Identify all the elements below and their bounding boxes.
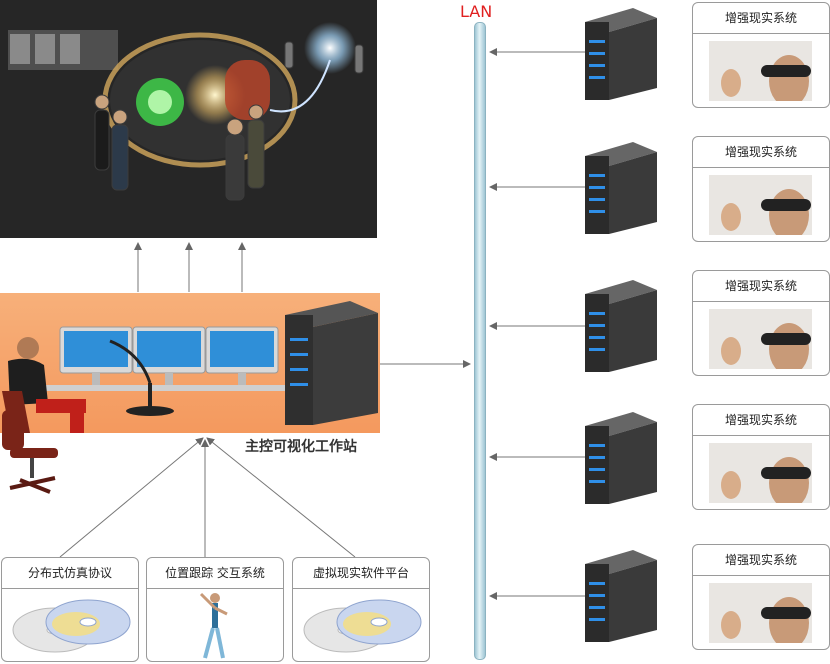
office-chair-icon <box>2 410 58 494</box>
server-icon <box>585 550 657 642</box>
ar-headset-user-image <box>709 443 812 503</box>
subsystem-label: 位置跟踪 交互系统 <box>147 558 283 589</box>
ar-headset-user-image <box>709 309 812 369</box>
ar-system-box: 增强现实系统 <box>692 2 830 108</box>
server-icon <box>585 412 657 504</box>
workstation-panel <box>0 293 380 433</box>
ar-system-label: 增强现实系统 <box>693 3 829 34</box>
subsystem-label: 分布式仿真协议 <box>2 558 138 589</box>
ar-system-label: 增强现实系统 <box>693 271 829 302</box>
subsystem-box-vr-software: 虚拟现实软件平台 <box>292 557 430 662</box>
ar-system-label: 增强现实系统 <box>693 137 829 168</box>
server-icon <box>585 280 657 372</box>
subsystem-label: 虚拟现实软件平台 <box>293 558 429 589</box>
monitor-icon <box>59 326 279 385</box>
subsystem-box-position-tracking: 位置跟踪 交互系统 <box>146 557 284 662</box>
subsystem-box-distributed-simulation: 分布式仿真协议 <box>1 557 139 662</box>
ar-system-box: 增强现实系统 <box>692 270 830 376</box>
ar-system-box: 增强现实系统 <box>692 136 830 242</box>
lan-label: LAN <box>460 2 493 21</box>
ar-system-box: 增强现实系统 <box>692 404 830 510</box>
workstation-label: 主控可视化工作站 <box>245 439 357 455</box>
disc-icon <box>303 599 422 653</box>
ar-system-label: 增强现实系统 <box>693 405 829 436</box>
server-tower-icon <box>285 301 378 425</box>
ar-headset-user-image <box>709 41 812 101</box>
lan-bus-bar <box>474 22 486 660</box>
server-icon <box>585 142 657 234</box>
ar-headset-user-image <box>709 583 812 643</box>
immersive-display-scene <box>0 0 377 238</box>
ar-system-box: 增强现实系统 <box>692 544 830 650</box>
disc-icon <box>12 599 131 653</box>
engine-visualization-image <box>0 0 377 238</box>
dancer-icon <box>199 592 228 659</box>
ar-system-label: 增强现实系统 <box>693 545 829 576</box>
workstation-illustration <box>2 301 378 433</box>
server-icon <box>585 8 657 100</box>
ar-headset-user-image <box>709 175 812 235</box>
